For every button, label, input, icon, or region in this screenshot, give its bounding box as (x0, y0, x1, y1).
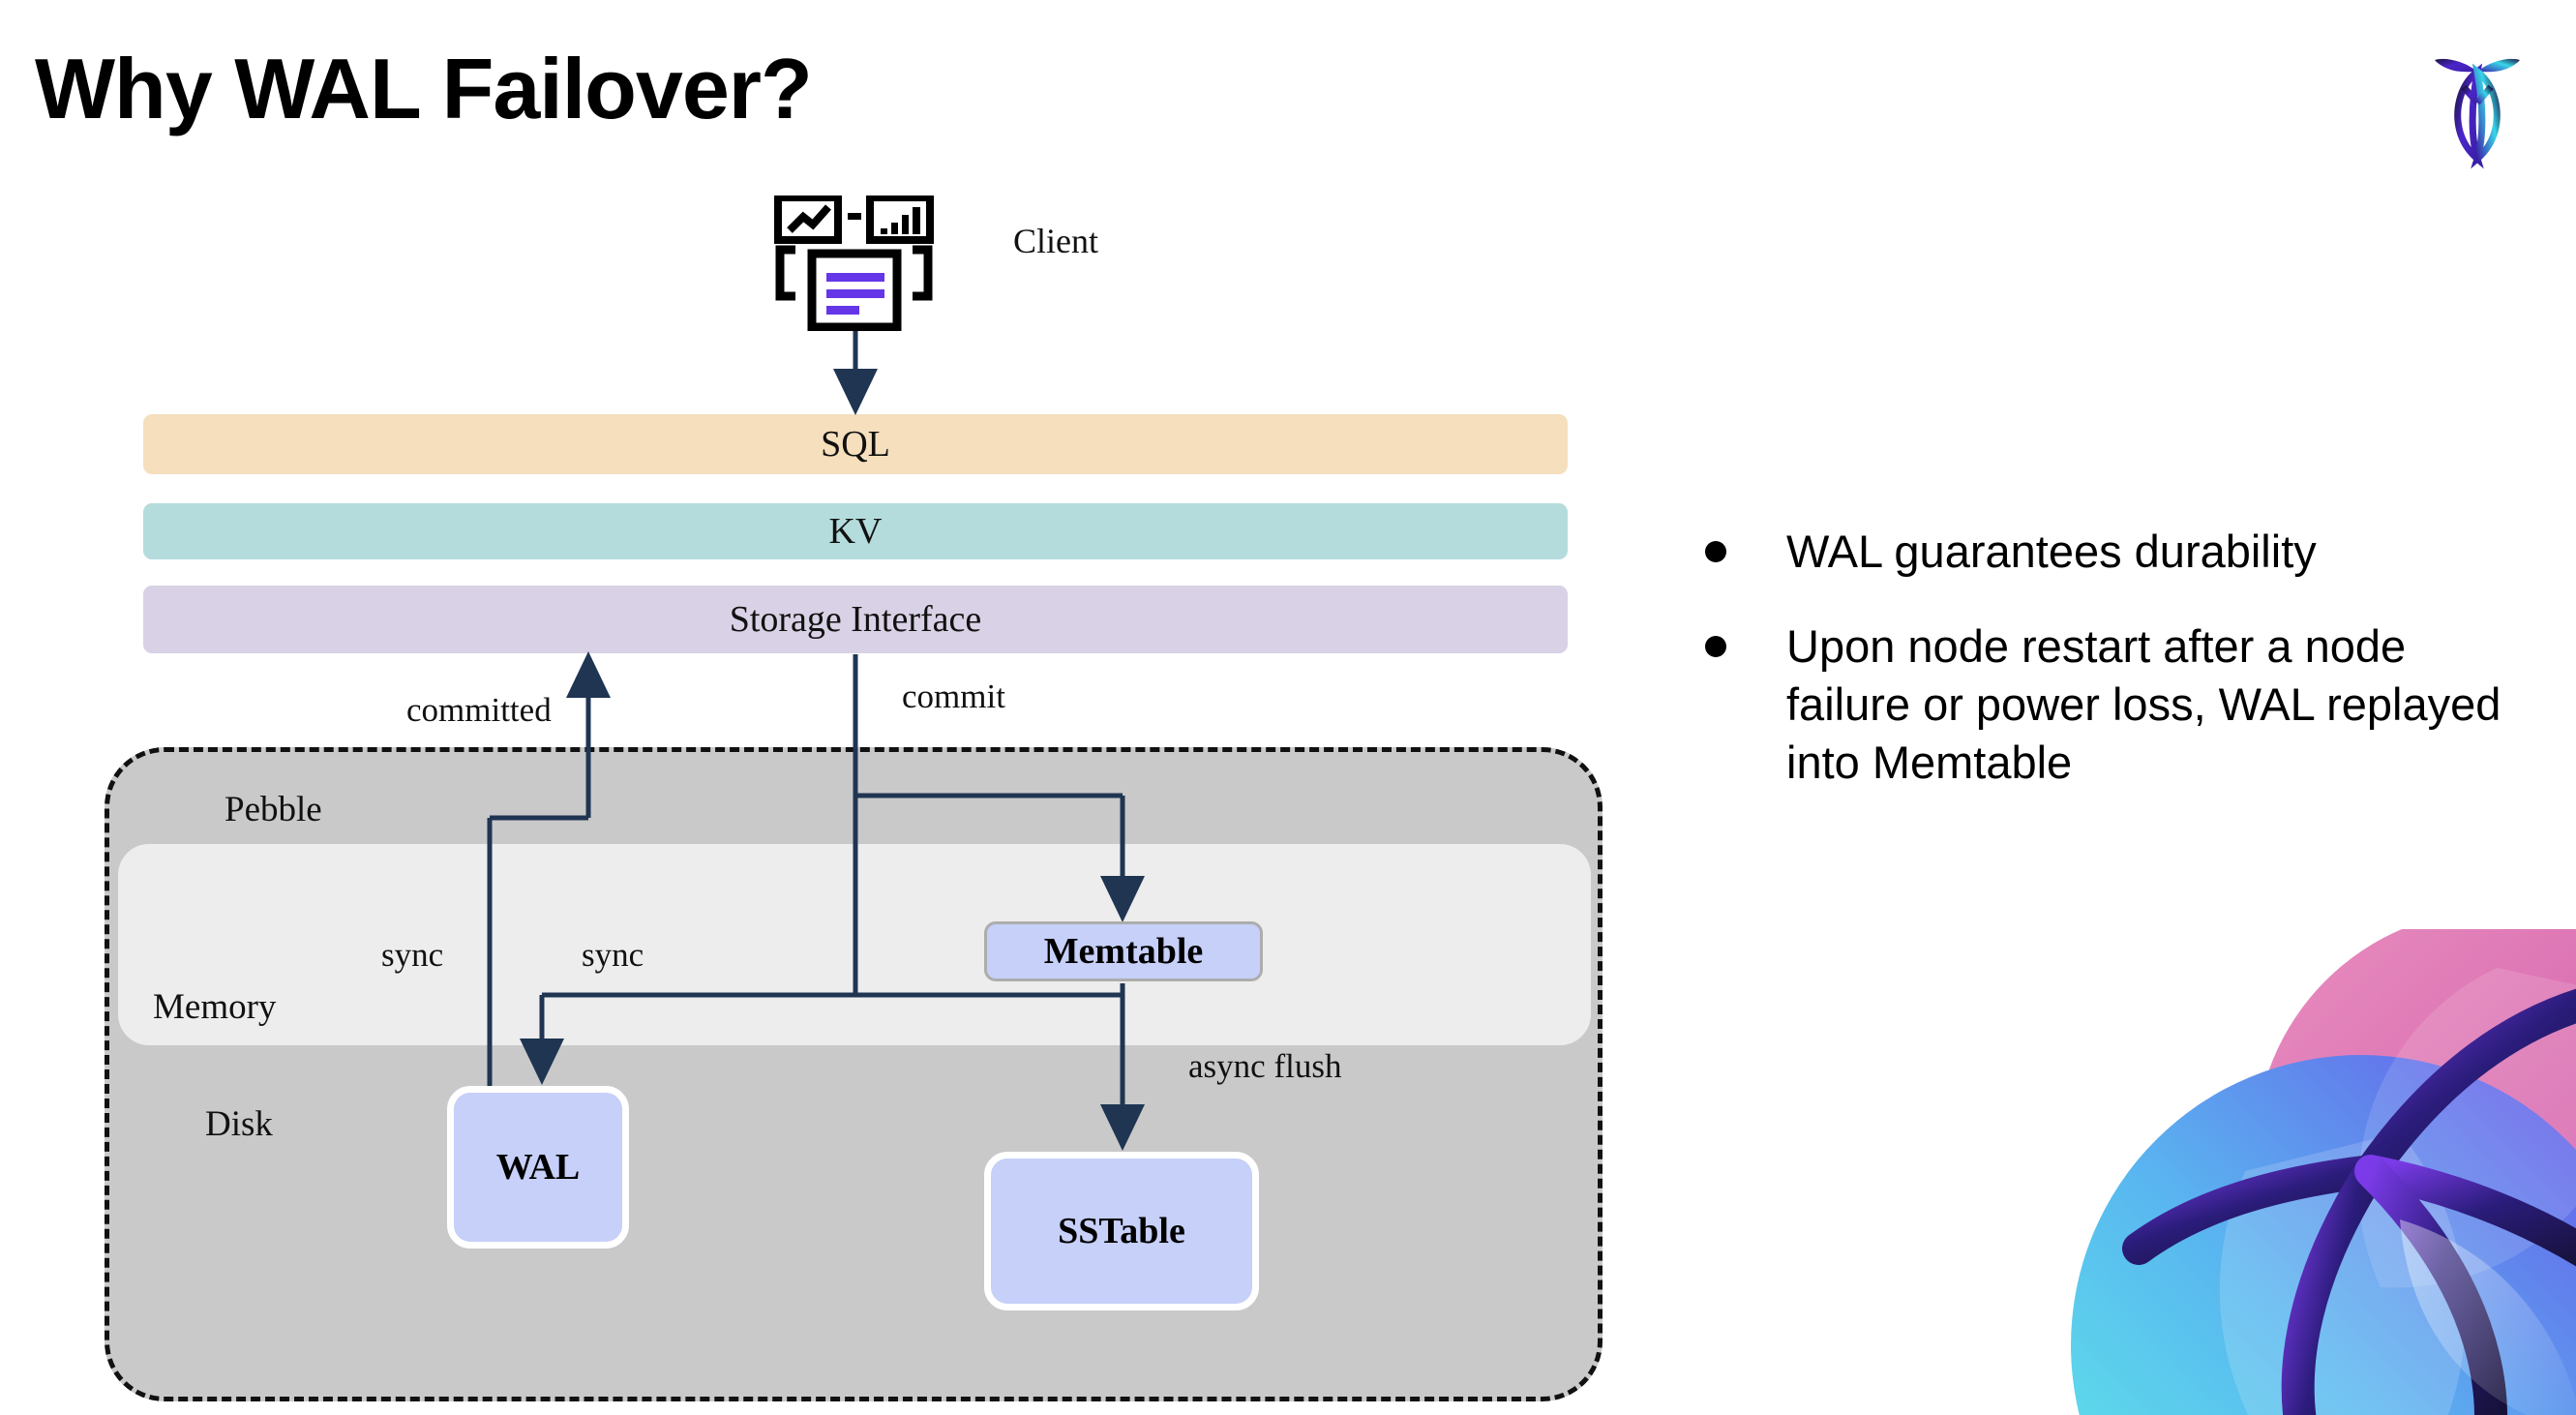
layer-sql: SQL (143, 414, 1568, 474)
bullet-text: WAL guarantees durability (1786, 526, 2317, 577)
cockroachdb-logo-icon (2435, 58, 2520, 169)
edge-label-committed: committed (406, 691, 552, 729)
pebble-label: Pebble (225, 790, 322, 829)
client-label: Client (1013, 222, 1098, 260)
bullet-text: Upon node restart after a node failure o… (1786, 620, 2501, 789)
bullet-dot-icon (1705, 541, 1726, 562)
layer-kv: KV (143, 503, 1568, 559)
edge-label-async-flush: async flush (1188, 1047, 1342, 1085)
list-item: WAL guarantees durability (1705, 523, 2537, 581)
node-wal: WAL (447, 1086, 629, 1249)
layer-kv-label: KV (828, 511, 883, 552)
layer-sql-label: SQL (821, 424, 890, 465)
node-memtable: Memtable (984, 921, 1263, 981)
node-sstable-label: SSTable (1058, 1211, 1185, 1251)
memory-panel (118, 844, 1591, 1045)
bullet-dot-icon (1705, 636, 1726, 658)
layer-storage-interface-label: Storage Interface (729, 599, 982, 640)
edge-label-commit: commit (902, 677, 1005, 715)
disk-label: Disk (205, 1104, 273, 1144)
list-item: Upon node restart after a node failure o… (1705, 617, 2537, 792)
memory-label: Memory (153, 987, 277, 1027)
node-memtable-label: Memtable (1043, 931, 1204, 972)
bullet-list: WAL guarantees durability Upon node rest… (1705, 523, 2537, 829)
node-wal-label: WAL (495, 1147, 581, 1188)
edge-label-sync-left: sync (381, 936, 444, 974)
page-title: Why WAL Failover? (35, 41, 813, 136)
edge-label-sync-right: sync (582, 936, 644, 974)
cockroachdb-watermark-icon (2071, 929, 2576, 1415)
client-dashboard-icon (774, 196, 934, 331)
layer-storage-interface: Storage Interface (143, 586, 1568, 653)
node-sstable: SSTable (984, 1152, 1259, 1310)
